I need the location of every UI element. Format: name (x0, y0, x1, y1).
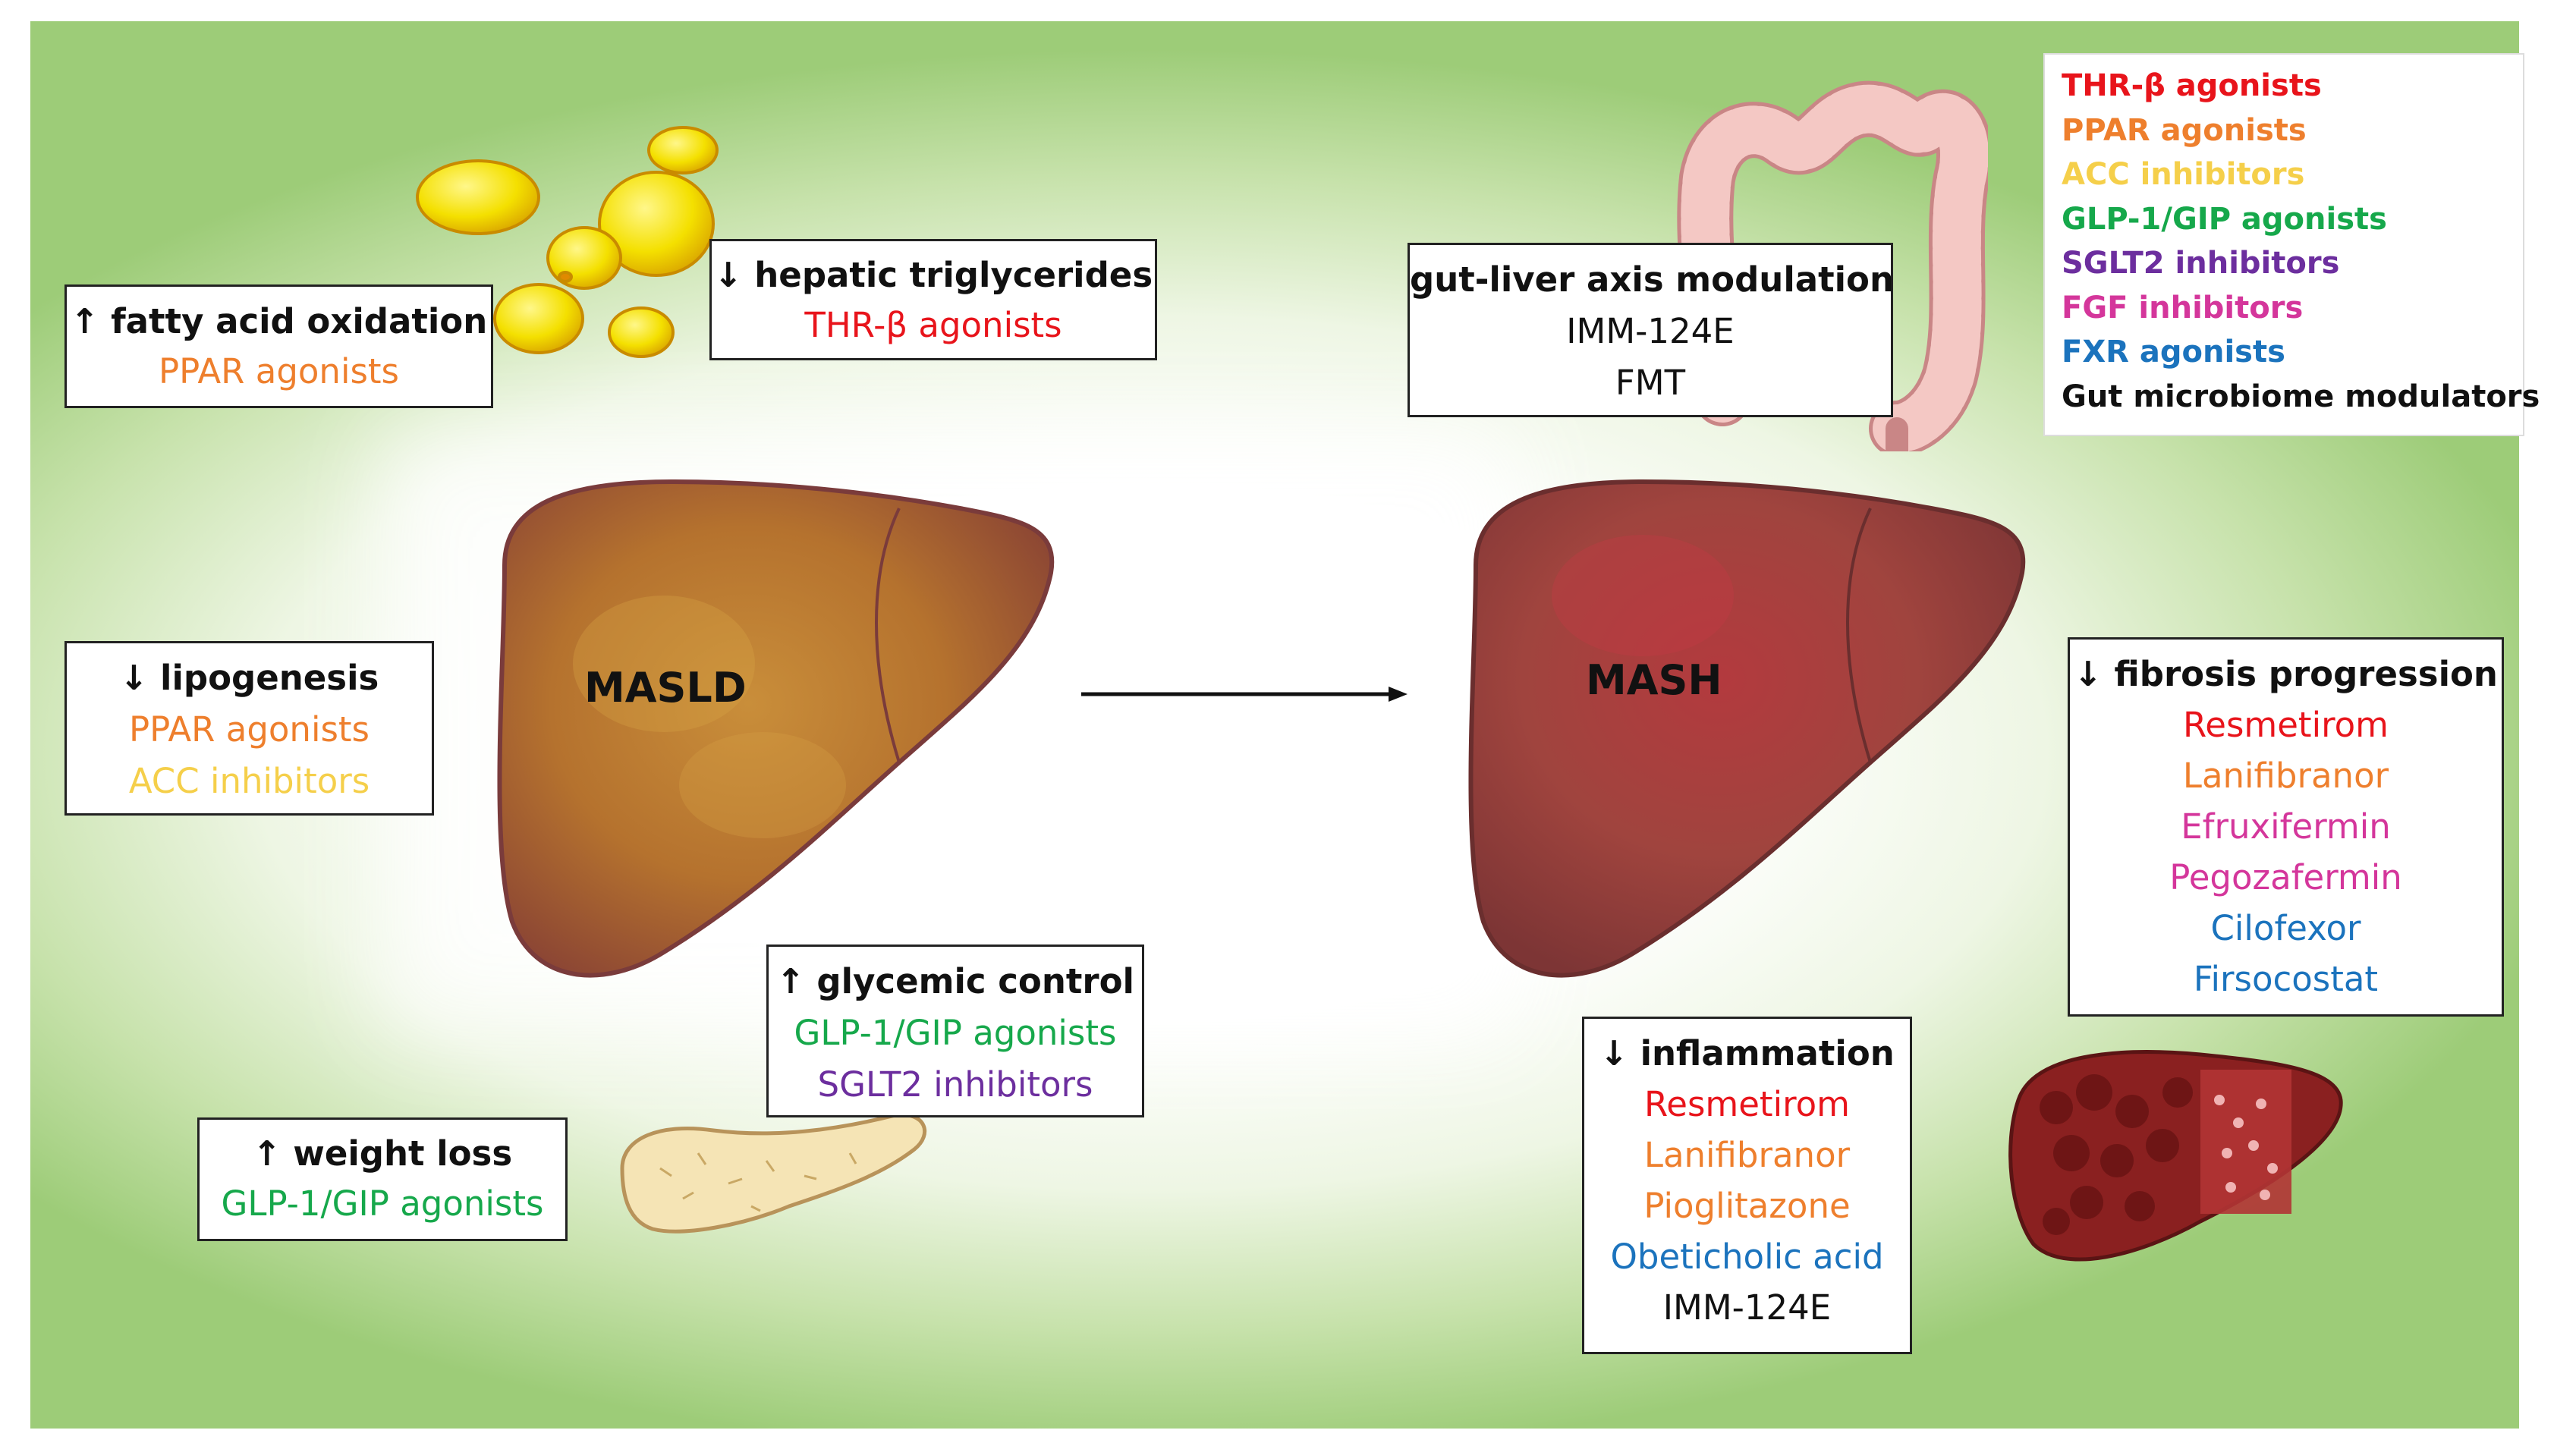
lipogenesis-item: ACC inhibitors (128, 761, 370, 801)
fibrosis-progression-item: Firsocostat (2193, 959, 2379, 999)
weight-loss-heading: ↑ weight loss (252, 1133, 513, 1174)
inflammation-item: Pioglitazone (1643, 1186, 1851, 1226)
fat-droplets-illustration (416, 126, 719, 358)
mash-liver-illustration (1468, 479, 2026, 978)
gut-liver-axis-box: gut-liver axis modulation IMM-124E FMT (1408, 243, 1894, 417)
hepatic-triglycerides-item: THR-β agonists (804, 305, 1062, 345)
legend-item: Gut microbiome modulators (2062, 379, 2540, 414)
hepatic-triglycerides-heading: ↓ hepatic triglycerides (713, 255, 1153, 295)
fibrosis-progression-item: Lanifibranor (2182, 756, 2389, 796)
inflammation-item: IMM-124E (1662, 1287, 1832, 1328)
masld-liver-illustration (497, 479, 1055, 978)
inflammation-item: Resmetirom (1644, 1084, 1850, 1124)
lipogenesis-heading: ↓ lipogenesis (119, 658, 379, 698)
progression-arrow (1081, 687, 1408, 702)
fibrosis-progression-item: Resmetirom (2183, 705, 2389, 745)
legend-item: ACC inhibitors (2062, 157, 2305, 192)
drug-class-legend: THR-β agonists PPAR agonists ACC inhibit… (2043, 53, 2540, 436)
weight-loss-item: GLP-1/GIP agonists (221, 1183, 544, 1224)
fibrosis-progression-box: ↓ fibrosis progression Resmetirom Lanifi… (2068, 637, 2504, 1017)
fibrosis-progression-item: Pegozafermin (2169, 857, 2402, 897)
hepatic-triglycerides-box: ↓ hepatic triglycerides THR-β agonists (709, 239, 1157, 360)
lipogenesis-item: PPAR agonists (129, 709, 370, 750)
mash-label: MASH (1586, 656, 1722, 704)
legend-item: PPAR agonists (2062, 112, 2307, 148)
legend-item: GLP-1/GIP agonists (2062, 201, 2387, 237)
legend-item: THR-β agonists (2062, 68, 2322, 103)
glycemic-control-item: GLP-1/GIP agonists (794, 1013, 1117, 1053)
gut-liver-axis-heading: gut-liver axis modulation (1410, 259, 1894, 300)
masld-label: MASLD (584, 664, 747, 712)
inflammation-item: Obeticholic acid (1610, 1237, 1884, 1277)
fibrosis-progression-item: Cilofexor (2210, 908, 2361, 948)
cirrhotic-liver-illustration (2008, 1050, 2343, 1262)
legend-item: SGLT2 inhibitors (2062, 246, 2340, 281)
fibrosis-progression-item: Efruxifermin (2181, 806, 2391, 847)
fibrosis-progression-heading: ↓ fibrosis progression (2074, 654, 2498, 694)
inflammation-item: Lanifibranor (1643, 1135, 1851, 1175)
gut-liver-axis-item: FMT (1615, 363, 1686, 403)
glycemic-control-box: ↑ glycemic control GLP-1/GIP agonists SG… (766, 945, 1144, 1117)
gut-liver-axis-item: IMM-124E (1566, 311, 1735, 351)
glycemic-control-heading: ↑ glycemic control (776, 961, 1134, 1001)
lipogenesis-box: ↓ lipogenesis PPAR agonists ACC inhibito… (64, 641, 434, 816)
weight-loss-box: ↑ weight loss GLP-1/GIP agonists (197, 1117, 568, 1241)
fatty-acid-oxidation-heading: ↑ fatty acid oxidation (70, 301, 488, 341)
glycemic-control-item: SGLT2 inhibitors (817, 1064, 1093, 1105)
legend-item: FGF inhibitors (2062, 290, 2304, 325)
fatty-acid-oxidation-item: PPAR agonists (159, 351, 399, 391)
fatty-acid-oxidation-box: ↑ fatty acid oxidation PPAR agonists (64, 284, 493, 408)
legend-item: FXR agonists (2062, 335, 2285, 369)
colon-illustration (1677, 80, 1988, 451)
pancreas-illustration (620, 1112, 927, 1234)
inflammation-box: ↓ inflammation Resmetirom Lanifibranor P… (1582, 1017, 1912, 1354)
inflammation-heading: ↓ inflammation (1599, 1033, 1895, 1073)
